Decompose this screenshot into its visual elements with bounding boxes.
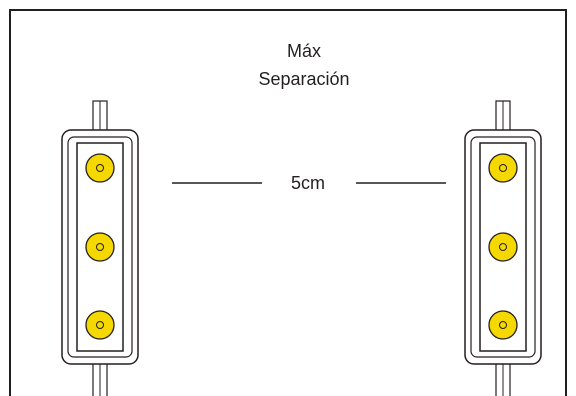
distance-label: 5cm — [291, 173, 325, 193]
title-line-2: Separación — [258, 69, 349, 89]
left-led-1 — [85, 153, 115, 183]
frame-border — [9, 9, 567, 396]
left-led-2 — [85, 232, 115, 262]
title-line-1: Máx — [287, 41, 321, 61]
right-led-3 — [488, 310, 518, 340]
right-led-1 — [488, 153, 518, 183]
left-led-3 — [85, 310, 115, 340]
left-led-module — [61, 100, 139, 396]
right-led-2 — [488, 232, 518, 262]
right-led-module — [464, 100, 542, 396]
